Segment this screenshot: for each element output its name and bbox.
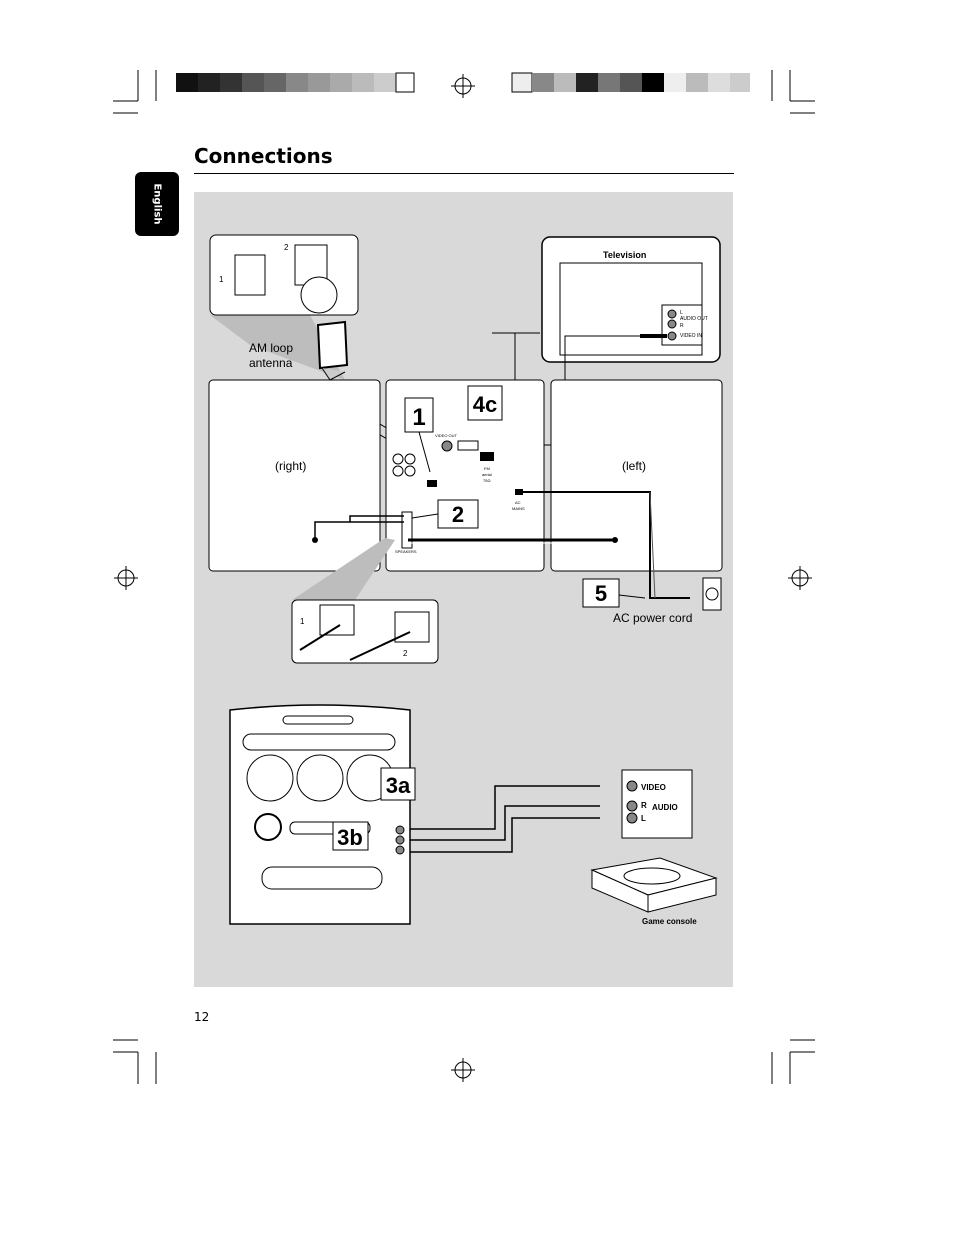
step-2-box: 2 <box>411 499 479 529</box>
game-audio-label: AUDIO <box>652 803 678 812</box>
fm-label-1: FM <box>484 466 490 471</box>
main-unit-front <box>229 704 411 925</box>
television: Television L AUDIO OUT R VIDEO IN <box>480 236 721 446</box>
step-5-box: 5 <box>582 578 646 608</box>
speaker-left-label: (left) <box>622 459 646 473</box>
am-antenna-inset: 1 2 <box>209 234 359 380</box>
step-1-box: 1 <box>404 397 434 473</box>
page-title: Connections <box>194 144 333 168</box>
game-console-label: Game console <box>642 917 697 926</box>
step-3b-box: 3b <box>332 821 369 851</box>
speaker-right-label: (right) <box>275 459 306 473</box>
tv-label: Television <box>603 250 646 260</box>
ac-mains-label-2: MAINS <box>512 506 525 511</box>
am-circle-1: 1 <box>219 275 224 284</box>
page-number: 12 <box>194 1010 210 1024</box>
fm-label-3: 75Ω <box>483 478 490 483</box>
ac-mains-label-1: AC <box>515 500 521 505</box>
tv-audio-r: R <box>680 323 684 329</box>
step-4c-label: 4c <box>473 392 497 417</box>
am-antenna-label-1: AM loop <box>249 341 293 355</box>
step-2-label: 2 <box>452 502 464 527</box>
color-bar-right <box>511 72 750 93</box>
step-3a-label: 3a <box>386 773 411 798</box>
terminal-circle-1: 1 <box>300 617 305 626</box>
game-l-label: L <box>641 814 646 823</box>
title-rule <box>194 173 734 174</box>
step-3b-label: 3b <box>337 825 363 850</box>
wall-outlet <box>702 577 722 611</box>
step-1-label: 1 <box>412 404 425 431</box>
game-r-label: R <box>641 801 647 810</box>
tv-video-in: VIDEO IN <box>680 333 702 339</box>
terminal-circle-2: 2 <box>403 649 408 658</box>
am-circle-2: 2 <box>284 243 289 252</box>
tv-audio-out: AUDIO OUT <box>680 316 708 322</box>
step-4c-box: 4c <box>467 385 503 421</box>
speaker-left <box>550 379 723 572</box>
color-bar-left <box>176 72 415 93</box>
game-console: Game console <box>590 857 718 926</box>
speakers-label: SPEAKERS <box>395 549 417 554</box>
game-video-label: VIDEO <box>641 783 666 792</box>
rear-panel-sockets: VIDEO OUT FM aerial 75Ω AC MAINS SPEAKER… <box>392 433 525 554</box>
step-3a-box: 3a <box>380 767 416 801</box>
video-out-label: VIDEO OUT <box>435 433 458 438</box>
speaker-terminal-inset: 1 2 <box>291 599 439 664</box>
speaker-right <box>208 379 381 572</box>
fm-label-2: aerial <box>482 472 492 477</box>
tv-audio-l: L <box>680 310 683 316</box>
am-antenna-label-2: antenna <box>249 356 293 370</box>
step-5-label: 5 <box>595 581 607 606</box>
game-console-panel: VIDEO R AUDIO L <box>621 769 693 839</box>
ac-power-cord-label: AC power cord <box>613 611 692 625</box>
language-tab: English <box>135 172 179 236</box>
